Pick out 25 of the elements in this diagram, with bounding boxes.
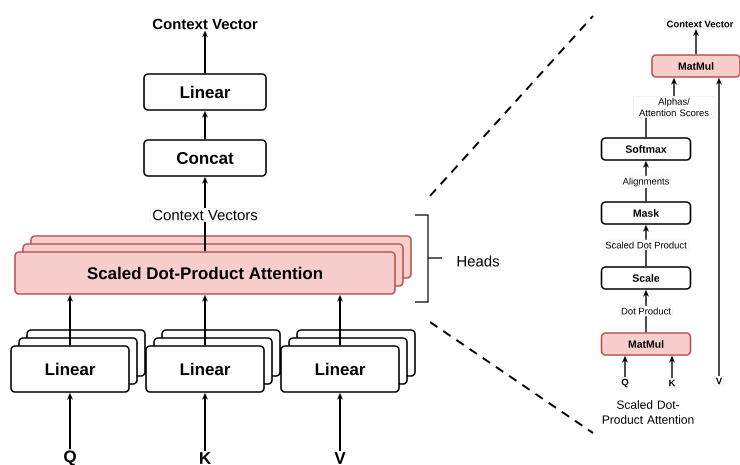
- edge-tag: Dot Product: [619, 306, 673, 316]
- attention-box: MatMul: [651, 54, 740, 78]
- stacked-box: Linear: [10, 329, 146, 393]
- heads-label: Heads: [458, 256, 500, 266]
- edge-tag: Alignments: [620, 176, 672, 188]
- output-label: Context Vector: [152, 18, 258, 30]
- stacked-box: Linear: [280, 329, 416, 393]
- input-label: K: [200, 452, 211, 464]
- process-box: Softmax: [600, 137, 692, 161]
- input-label: Q: [620, 377, 630, 389]
- edge-tag: Scaled Dot Product: [604, 240, 688, 250]
- input-label: Context Vector: [664, 18, 736, 30]
- input-label: V: [714, 376, 724, 386]
- stacked-box: Scaled Dot-Product Attention: [14, 235, 412, 295]
- process-box: Concat: [143, 139, 267, 177]
- input-label: V: [334, 452, 346, 464]
- process-box: Scale: [600, 266, 692, 290]
- input-label: K: [666, 378, 678, 388]
- edge-tag: Context Vectors: [150, 208, 260, 222]
- process-box: Mask: [600, 201, 692, 225]
- edge-tag: Alphas/ Attention Scores: [633, 96, 715, 118]
- caption: Scaled Dot-Product Attention: [602, 400, 694, 424]
- stacked-box: Linear: [145, 329, 281, 393]
- process-box: Linear: [143, 73, 267, 111]
- attention-box: MatMul: [600, 332, 692, 356]
